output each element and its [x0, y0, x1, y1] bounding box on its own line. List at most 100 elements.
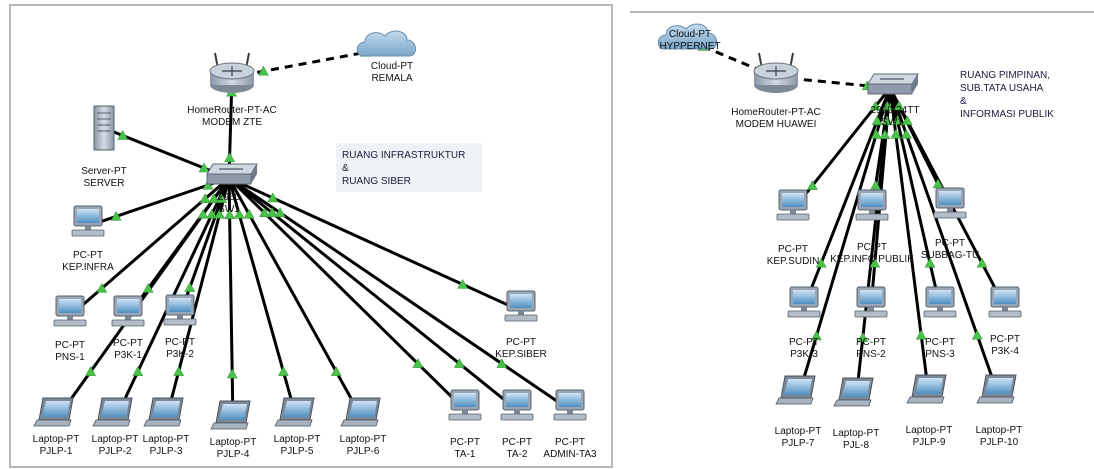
- laptop-lap_1-icon[interactable]: [33, 397, 74, 427]
- link-switch_r-lap_10[interactable]: [888, 87, 1001, 398]
- cloud-cloud_r-icon[interactable]: [657, 23, 717, 50]
- link-status-triangle-3-a: [202, 179, 214, 190]
- device-label-lap_5-1: PJLP-5: [281, 446, 314, 457]
- pc-pc_p3k3-icon[interactable]: [787, 286, 821, 318]
- link-status-triangle-9-b: [132, 366, 144, 376]
- device-label-pc_p3k2-1: P3K-2: [166, 349, 194, 360]
- link-switch_l-pc_kepsiber[interactable]: [228, 176, 522, 313]
- device-label-pc_ta2-1: TA-2: [507, 449, 528, 460]
- laptop-lap_4-icon[interactable]: [210, 400, 251, 430]
- device-label-cloud_l-0: Cloud-PT: [371, 61, 413, 72]
- link-status-triangle-2-a: [117, 129, 129, 140]
- pc-pc_p3k1-icon[interactable]: [111, 295, 145, 327]
- pc-pc_ta1-icon[interactable]: [448, 389, 482, 421]
- link-status-triangle-24-b: [924, 257, 936, 268]
- link-status-triangle-22-a: [871, 115, 883, 126]
- link-status-triangle-25-a: [901, 115, 913, 126]
- laptop-lap_8-icon[interactable]: [833, 377, 874, 407]
- device-label-pc_pns3-0: PC-PT: [925, 337, 955, 348]
- laptop-lap_6-icon[interactable]: [340, 397, 381, 427]
- pc-pc_p3k4-icon[interactable]: [988, 286, 1022, 318]
- laptop-lap_10-icon[interactable]: [976, 374, 1017, 404]
- link-status-triangle-3-b: [110, 210, 122, 221]
- link-status-triangle-13-a: [243, 208, 255, 219]
- room-label-right-line-1: RUANG PIMPINAN,: [960, 70, 1050, 81]
- link-status-triangle-0-b: [257, 65, 269, 76]
- room-label-left-line-3: RUANG SIBER: [342, 176, 411, 187]
- pc-pc_kepsudin-icon[interactable]: [776, 189, 810, 221]
- link-status-triangle-6-b: [184, 282, 196, 292]
- pc-pc_admin-icon[interactable]: [553, 389, 587, 421]
- link-status-triangle-27-a: [879, 129, 891, 140]
- link-status-triangle-1-b: [224, 152, 236, 163]
- switch-switch_r-icon[interactable]: [867, 73, 919, 95]
- room-label-right-line-3: &: [960, 96, 967, 107]
- link-status-triangle-26-a: [870, 128, 882, 139]
- pc-pc_pns3-icon[interactable]: [923, 286, 957, 318]
- device-label-pc_kepinfo-0: PC-PT: [857, 242, 887, 253]
- link-status-triangle-29-b: [971, 329, 983, 340]
- link-status-triangle-14-a: [258, 207, 270, 218]
- pc-pc_p3k2-icon[interactable]: [163, 294, 197, 326]
- pc-pc_subbag-icon[interactable]: [933, 187, 967, 219]
- device-label-pc_ta2-0: PC-PT: [502, 437, 532, 448]
- pc-pc_kepinfo-icon[interactable]: [855, 189, 889, 221]
- link-status-triangle-27-b: [857, 332, 869, 342]
- link-status-triangle-28-b: [915, 329, 927, 340]
- switch-switch_l-icon[interactable]: [206, 163, 258, 185]
- pc-pc_ta2-icon[interactable]: [500, 389, 534, 421]
- laptop-lap_7-icon[interactable]: [775, 375, 816, 405]
- link-status-triangle-14-b: [412, 358, 424, 368]
- laptop-lap_2-icon[interactable]: [92, 397, 133, 427]
- link-status-triangle-19-a: [870, 100, 881, 111]
- server-server_l-icon[interactable]: [93, 105, 115, 151]
- laptop-lap_5-icon[interactable]: [274, 397, 315, 427]
- device-label-lap_10-0: Laptop-PT: [976, 425, 1023, 436]
- link-switch_r-lap_9[interactable]: [888, 87, 931, 398]
- router-router_l-icon[interactable]: [209, 52, 255, 93]
- device-label-pc_kepsudin-1: KEP.SUDIN: [767, 256, 820, 267]
- link-switch_r-lap_8[interactable]: [854, 87, 892, 401]
- device-label-lap_4-1: PJLP-4: [217, 449, 250, 460]
- link-status-triangle-9-a: [206, 208, 218, 219]
- device-label-pc_p3k1-1: P3K-1: [114, 350, 142, 361]
- pc-pc_kepinfra-icon[interactable]: [71, 205, 105, 237]
- link-status-triangle-29-a: [900, 128, 912, 139]
- room-label-right-line-2: SUB.TATA USAHA: [960, 83, 1044, 94]
- device-label-lap_2-1: PJLP-2: [99, 446, 132, 457]
- link-status-triangle-8-a: [197, 208, 209, 219]
- pc-pc_kepsiber-icon[interactable]: [504, 290, 538, 322]
- link-switch_r-lap_7[interactable]: [796, 87, 892, 399]
- device-label-pc_p3k3-0: PC-PT: [789, 337, 819, 348]
- laptop-lap_9-icon[interactable]: [906, 374, 947, 404]
- laptop-lap_3-icon[interactable]: [143, 397, 184, 427]
- router-router_r-icon[interactable]: [753, 52, 799, 93]
- device-label-router_r-1: MODEM HUAWEI: [736, 119, 817, 130]
- pc-pc_pns1-icon[interactable]: [53, 295, 87, 327]
- device-label-pc_pns2-0: PC-PT: [856, 337, 886, 348]
- device-label-server_l-0: Server-PT: [81, 166, 127, 177]
- pc-pc_pns2-icon[interactable]: [854, 286, 888, 318]
- room-label-left: RUANG INFRASTRUKTUR & RUANG SIBER: [336, 143, 482, 192]
- device-label-lap_6-0: Laptop-PT: [340, 434, 387, 445]
- left-panel-frame: [9, 4, 613, 468]
- device-label-lap_7-1: PJLP-7: [782, 438, 815, 449]
- device-label-pc_subbag-0: PC-PT: [935, 238, 965, 249]
- link-status-triangle-23-b: [869, 257, 881, 268]
- device-label-pc_pns3-1: PNS-3: [925, 349, 955, 360]
- link-status-triangle-11-b: [226, 368, 238, 379]
- link-status-triangle-28-a: [890, 128, 902, 139]
- device-label-lap_7-0: Laptop-PT: [775, 426, 822, 437]
- device-label-lap_3-0: Laptop-PT: [143, 434, 190, 445]
- device-label-pc_kepsiber-1: KEP.SIBER: [495, 349, 547, 360]
- device-label-pc_pns2-1: PNS-2: [856, 349, 886, 360]
- device-label-pc_kepsiber-0: PC-PT: [506, 337, 536, 348]
- cloud-cloud_l-icon[interactable]: [356, 30, 416, 57]
- device-label-lap_10-1: PJLP-10: [980, 437, 1019, 448]
- link-status-triangle-10-a: [214, 208, 225, 219]
- link-status-triangle-24-a: [892, 115, 903, 126]
- room-label-left-line-2: &: [342, 163, 349, 174]
- link-cloud_l-router_l[interactable]: [231, 46, 390, 79]
- link-switch_l-pc_admin[interactable]: [228, 176, 571, 412]
